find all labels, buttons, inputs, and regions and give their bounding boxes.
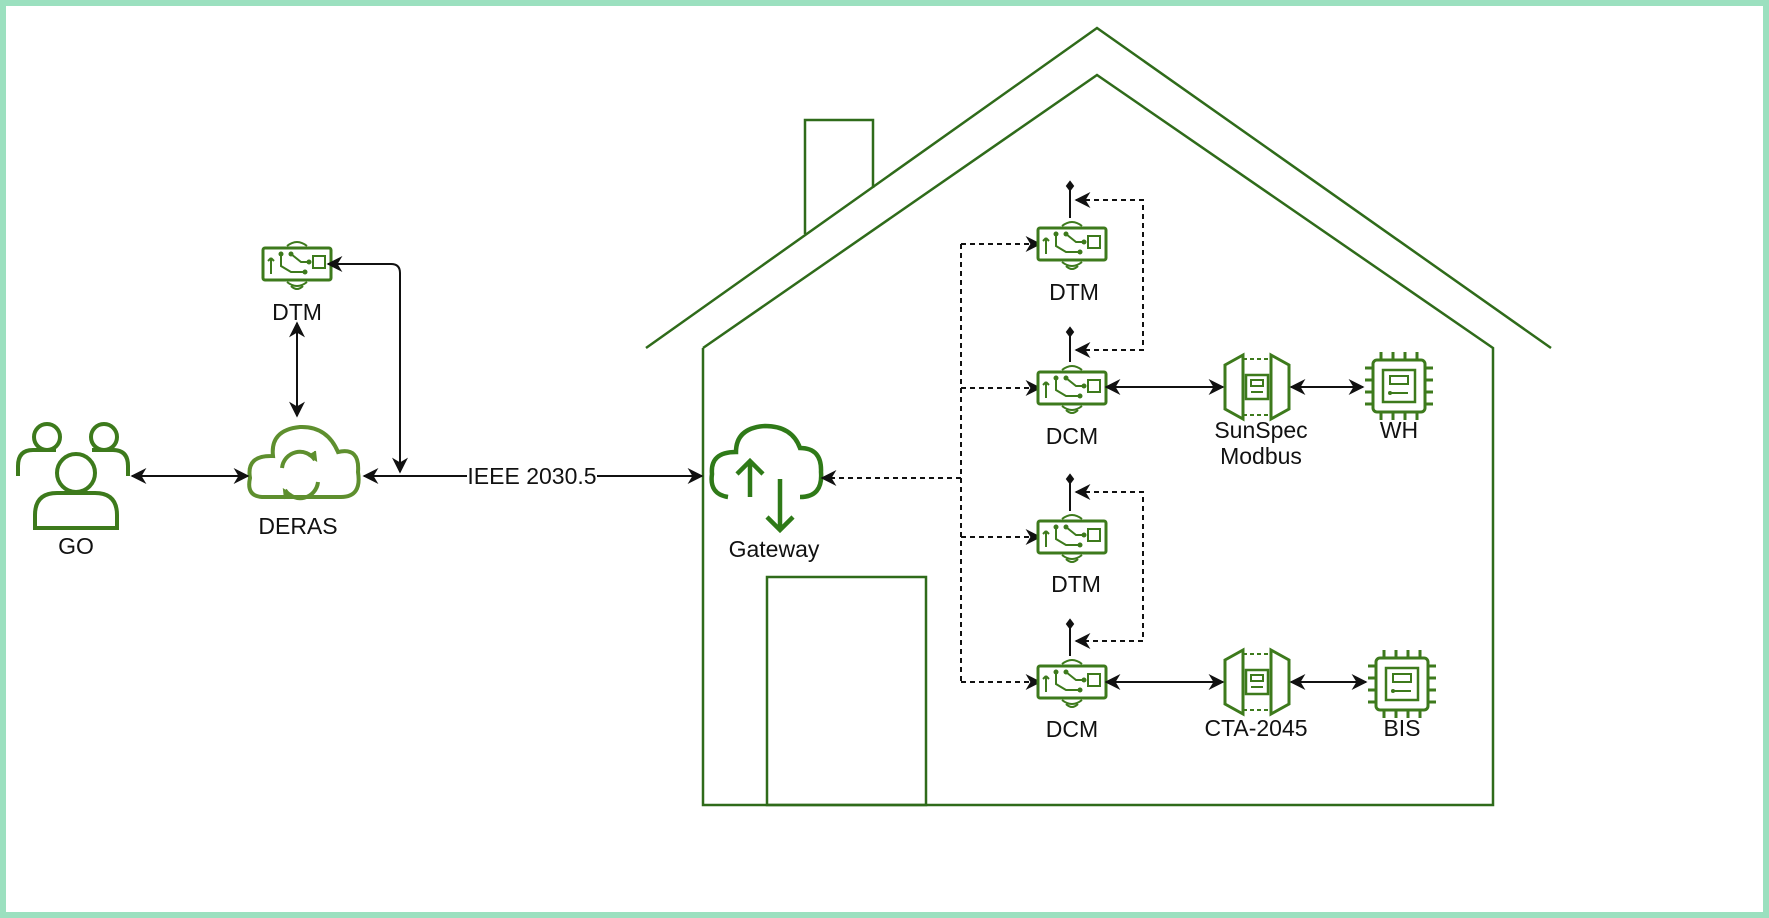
solid-connectors xyxy=(132,264,702,476)
dcm-1-board-icon xyxy=(1038,366,1106,413)
wh-chip-icon xyxy=(1365,352,1433,420)
cloud-sync-icon xyxy=(249,427,358,499)
users-icon xyxy=(18,424,128,528)
bis-chip-icon xyxy=(1368,650,1436,718)
dcm-2-board-icon xyxy=(1038,660,1106,707)
gateway-label: Gateway xyxy=(729,536,820,562)
cta-adapter-icon xyxy=(1225,650,1289,714)
dtm-2-board-icon xyxy=(1038,515,1106,562)
dcm-2-label: DCM xyxy=(1046,716,1098,742)
cloud-transfer-icon xyxy=(712,426,822,530)
sunspec-label-line1: SunSpec xyxy=(1214,417,1307,443)
dtm-board-icon xyxy=(263,242,331,289)
cta-label: CTA-2045 xyxy=(1204,715,1307,741)
deras-label: DERAS xyxy=(258,513,337,539)
sunspec-adapter-icon xyxy=(1225,355,1289,419)
sunspec-label-line2: Modbus xyxy=(1220,443,1302,469)
wh-label: WH xyxy=(1380,417,1418,443)
dtm-top-label: DTM xyxy=(272,299,322,325)
dtm-2-label: DTM xyxy=(1051,571,1101,597)
bis-label: BIS xyxy=(1383,715,1420,741)
dtm-1-label: DTM xyxy=(1049,279,1099,305)
go-label: GO xyxy=(58,533,94,559)
dtm-1-board-icon xyxy=(1038,222,1106,269)
dcm-1-label: DCM xyxy=(1046,423,1098,449)
link-label: IEEE 2030.5 xyxy=(467,463,596,489)
